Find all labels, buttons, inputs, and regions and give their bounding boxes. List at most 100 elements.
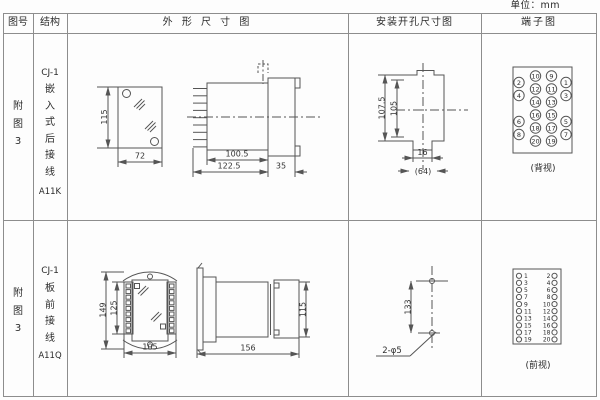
terminal-pin-number: 14 xyxy=(543,315,551,322)
terminal-pin-number: 2 xyxy=(547,273,551,280)
terminal-pin xyxy=(513,89,525,102)
dim-front-width: 105 xyxy=(142,343,157,352)
terminal-pin xyxy=(551,308,558,315)
row1-front-dims: 115 72 xyxy=(100,109,145,160)
terminal-pin xyxy=(513,115,525,128)
dim-side-height: 115 xyxy=(299,302,308,317)
row1-install-dims: 107.5 105 16 (64) xyxy=(378,97,432,176)
dim-hole-note: 2-φ5 xyxy=(382,346,402,356)
row1-side-dims: 100.5 122.5 35 xyxy=(218,150,287,171)
table-grid xyxy=(3,13,597,397)
row2-front-dims: 149 125 105 xyxy=(99,300,158,351)
row2-install-dims: 133 2-φ5 xyxy=(382,299,412,356)
terminal-pin-number: 8 xyxy=(517,131,521,139)
terminal-pin xyxy=(529,83,542,95)
dim-side-total: 156 xyxy=(240,344,255,353)
terminal-pin xyxy=(551,315,558,322)
terminal-pin xyxy=(529,135,542,147)
terminal-pin-number: 15 xyxy=(524,322,532,329)
row2-front-view xyxy=(101,271,178,358)
dim-side-total: 122.5 xyxy=(218,162,241,171)
terminal-pin-number: 17 xyxy=(547,124,555,132)
terminal-pin-number: 10 xyxy=(543,301,551,308)
terminal-pin-number: 1 xyxy=(524,273,528,280)
terminal-pin-number: 7 xyxy=(524,294,528,301)
terminal-pin-number: 5 xyxy=(524,287,528,294)
terminal-pin-number: 10 xyxy=(531,72,539,80)
hatch-mark xyxy=(133,98,146,111)
hatch-mark xyxy=(150,311,162,322)
dim-install-slot: 16 xyxy=(417,148,427,157)
hatch-mark xyxy=(137,285,149,296)
terminal-pin xyxy=(515,329,523,336)
terminal-pin xyxy=(560,76,572,89)
terminal-pin-number: 9 xyxy=(524,301,528,308)
row2-mounting: 板前接线 xyxy=(45,283,55,344)
header-install-dims: 安装开孔尺寸图 xyxy=(376,17,453,28)
terminal-pin-number: 18 xyxy=(531,124,539,132)
header-terminal-diagram: 端子图 xyxy=(521,17,557,28)
terminal-pin xyxy=(515,322,523,329)
terminal-pin-number: 5 xyxy=(564,118,568,126)
terminal-pin xyxy=(560,128,572,141)
unit-label: 单位：mm xyxy=(510,0,560,11)
row2-fig-no: 附图3 xyxy=(13,288,23,334)
terminal-pin xyxy=(529,109,542,121)
row1-code: A11K xyxy=(38,187,62,197)
terminal-pin xyxy=(545,135,558,147)
terminal-pin-number: 17 xyxy=(524,330,532,337)
dim-front-width: 72 xyxy=(135,152,145,161)
terminal-pin-number: 4 xyxy=(517,92,521,100)
row2-side-view xyxy=(196,262,310,358)
terminal-pin xyxy=(551,322,558,329)
terminal-pin xyxy=(515,279,523,286)
terminal-pin xyxy=(551,279,558,286)
terminal-pin-number: 8 xyxy=(547,294,551,301)
row2-code: A11Q xyxy=(38,351,62,361)
terminal-pin xyxy=(560,115,572,128)
terminal-pin xyxy=(513,76,525,89)
terminal-pin-number: 6 xyxy=(547,287,551,294)
terminal-pin xyxy=(529,122,542,134)
dim-side-flange: 35 xyxy=(276,162,286,171)
terminal-pin-number: 15 xyxy=(547,111,555,119)
terminal-pin-number: 16 xyxy=(543,322,551,329)
terminal-pin-number: 2 xyxy=(517,79,521,87)
row2-install-view xyxy=(376,266,448,357)
terminal-pin-number: 20 xyxy=(531,137,539,145)
dim-front-height: 115 xyxy=(100,109,109,124)
terminal-pin-number: 3 xyxy=(564,92,568,100)
terminal-pin-number: 16 xyxy=(531,111,539,119)
terminal-pin-number: 19 xyxy=(524,337,532,344)
row1-mounting: 嵌入式后接线 xyxy=(45,84,55,178)
dim-install-outer: 107.5 xyxy=(378,97,387,120)
terminal-pin xyxy=(515,308,523,315)
terminal-pin xyxy=(515,293,523,301)
terminal-strip-right xyxy=(169,283,175,334)
terminal-pin-number: 13 xyxy=(524,315,532,322)
header-structure: 结构 xyxy=(40,17,60,28)
row1-install-view xyxy=(378,63,468,174)
dim-front-outer: 149 xyxy=(99,302,108,317)
dim-install-inner: 105 xyxy=(390,101,399,116)
row1-model: CJ-1 xyxy=(41,68,59,78)
terminal-pin xyxy=(545,96,558,108)
terminal-pin xyxy=(529,96,542,108)
terminal-pin-number: 19 xyxy=(547,137,555,145)
terminal-pin xyxy=(551,293,558,301)
terminal-pin xyxy=(513,128,525,141)
dim-install-ref: (64) xyxy=(415,167,431,176)
terminal-pin-number: 1 xyxy=(564,79,568,87)
terminal-pin-number: 12 xyxy=(543,308,551,315)
terminal-pin-number: 14 xyxy=(531,98,539,106)
terminal-pin xyxy=(551,286,558,294)
terminal-pin-number: 20 xyxy=(543,337,551,344)
terminal-pin-number: 12 xyxy=(531,85,539,93)
terminal-pin xyxy=(560,89,572,102)
dim-side-body: 100.5 xyxy=(226,150,249,159)
terminal-pin-number: 3 xyxy=(524,280,528,287)
row1-fig-no: 附图3 xyxy=(13,101,23,147)
